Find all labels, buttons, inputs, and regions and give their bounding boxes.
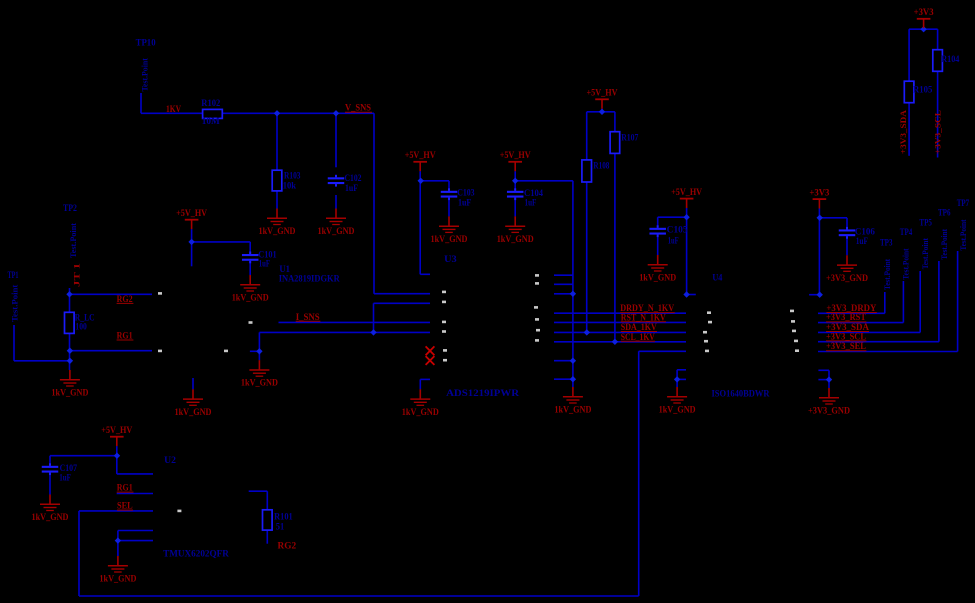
svg-text:U1: U1 [279,264,290,274]
svg-text:INA2819IDGKR: INA2819IDGKR [279,274,340,284]
svg-text:TP3: TP3 [880,237,893,247]
svg-text:R101: R101 [274,512,293,522]
svg-text:C104: C104 [524,188,544,198]
svg-text:1kV_GND: 1kV_GND [497,234,534,244]
svg-text:Test.Point: Test.Point [883,259,892,290]
svg-text:Test.Point: Test.Point [11,284,20,322]
svg-text:+3V3_GND: +3V3_GND [808,406,850,416]
svg-text:RG2: RG2 [278,540,297,550]
svg-text:+3V3_SCL: +3V3_SCL [826,331,866,341]
svg-text:1uF: 1uF [458,198,472,208]
svg-text:+3V3_SEL: +3V3_SEL [826,341,866,351]
svg-text:RG1: RG1 [117,331,133,341]
svg-text:+3V3_SDA: +3V3_SDA [826,322,869,332]
svg-text:+3V3_DRDY: +3V3_DRDY [826,303,876,313]
svg-text:10M: 10M [202,116,221,126]
svg-text:C102: C102 [345,173,362,183]
svg-text:TP5: TP5 [919,217,932,227]
svg-text:100: 100 [75,322,87,332]
svg-text:R102: R102 [201,98,220,108]
svg-text:1kV_GND: 1kV_GND [554,405,591,415]
svg-text:RG1: RG1 [117,482,133,492]
svg-text:1kV_GND: 1kV_GND [318,226,355,236]
svg-text:1uF: 1uF [259,259,271,269]
svg-text:+3V3: +3V3 [809,187,829,197]
svg-text:U2: U2 [164,455,176,465]
svg-text:1kV_GND: 1kV_GND [659,405,696,415]
svg-text:C101: C101 [258,250,277,260]
svg-text:TP7: TP7 [957,198,970,208]
svg-text:1uF: 1uF [856,236,869,246]
svg-text:DRDY_N_1KV: DRDY_N_1KV [620,303,674,313]
svg-text:TP10: TP10 [136,38,156,48]
svg-text:C103: C103 [457,188,475,198]
svg-text:R107: R107 [621,133,639,143]
svg-text:Test.Point: Test.Point [940,229,949,260]
svg-text:U4: U4 [712,273,722,283]
svg-text:1kV_GND: 1kV_GND [259,226,296,236]
svg-text:TP6: TP6 [938,207,951,217]
svg-text:JT 1: JT 1 [72,263,82,287]
svg-text:+5V_HV: +5V_HV [587,88,618,98]
svg-text:SDA_1KV: SDA_1KV [621,322,657,332]
svg-text:Test.Point: Test.Point [69,223,78,258]
svg-text:R103: R103 [284,170,301,180]
svg-text:1kV_GND: 1kV_GND [51,388,88,398]
svg-text:1kV_GND: 1kV_GND [402,407,439,417]
svg-text:ADS1219IPWR: ADS1219IPWR [446,388,520,398]
svg-text:ISO1640BDWR: ISO1640BDWR [712,389,770,399]
svg-text:+3V3_SDA: +3V3_SDA [898,109,908,154]
svg-text:TP2: TP2 [63,203,77,213]
svg-text:Test.Point: Test.Point [959,219,968,250]
svg-text:RST_N_1KV: RST_N_1KV [621,312,666,322]
svg-text:1uF: 1uF [345,183,358,193]
svg-text:I_SNS: I_SNS [296,312,320,322]
svg-text:1kV_GND: 1kV_GND [241,378,278,388]
svg-text:R108: R108 [593,160,609,170]
svg-text:1kV_GND: 1kV_GND [32,512,69,522]
svg-text:RG2: RG2 [117,294,133,304]
svg-text:1kV_GND: 1kV_GND [99,574,136,584]
svg-text:10k: 10k [283,181,296,191]
svg-text:TP1: TP1 [8,270,19,280]
svg-text:1uF: 1uF [525,198,537,208]
svg-text:+5V_HV: +5V_HV [101,425,132,435]
svg-text:1kV_GND: 1kV_GND [639,273,676,283]
svg-text:1kV_GND: 1kV_GND [232,293,269,303]
svg-text:C106: C106 [855,226,875,236]
svg-text:R104: R104 [941,54,960,64]
svg-text:TP4: TP4 [900,227,913,237]
svg-text:+3V3_RST: +3V3_RST [826,312,866,322]
svg-text:V_SNS: V_SNS [345,103,371,113]
svg-text:R_LC: R_LC [75,312,95,322]
svg-text:51: 51 [276,522,285,532]
svg-text:+3V3: +3V3 [914,7,934,17]
svg-text:1KV: 1KV [166,104,181,114]
svg-text:1uF: 1uF [59,473,71,483]
svg-text:U3: U3 [444,254,457,264]
svg-text:TMUX6202QFR: TMUX6202QFR [163,549,229,559]
svg-text:R105: R105 [913,84,933,94]
svg-text:Test.Point: Test.Point [921,238,930,270]
svg-text:1kV_GND: 1kV_GND [175,407,212,417]
svg-text:+5V_HV: +5V_HV [405,150,436,160]
svg-text:+5V_HV: +5V_HV [671,187,702,197]
svg-text:Test.Point: Test.Point [902,248,911,280]
svg-text:1kV_GND: 1kV_GND [431,234,468,244]
svg-text:Test.Point: Test.Point [141,58,150,92]
svg-text:C105: C105 [667,225,688,235]
svg-text:1uF: 1uF [668,235,679,245]
svg-text:C107: C107 [60,463,78,473]
svg-text:+3V3_SCL: +3V3_SCL [933,110,943,154]
svg-text:+5V_HV: +5V_HV [500,150,531,160]
svg-text:SCL_1KV: SCL_1KV [621,332,655,342]
svg-text:+5V_HV: +5V_HV [176,208,207,218]
svg-text:SEL: SEL [117,501,133,511]
svg-text:+3V3_GND: +3V3_GND [826,273,868,283]
